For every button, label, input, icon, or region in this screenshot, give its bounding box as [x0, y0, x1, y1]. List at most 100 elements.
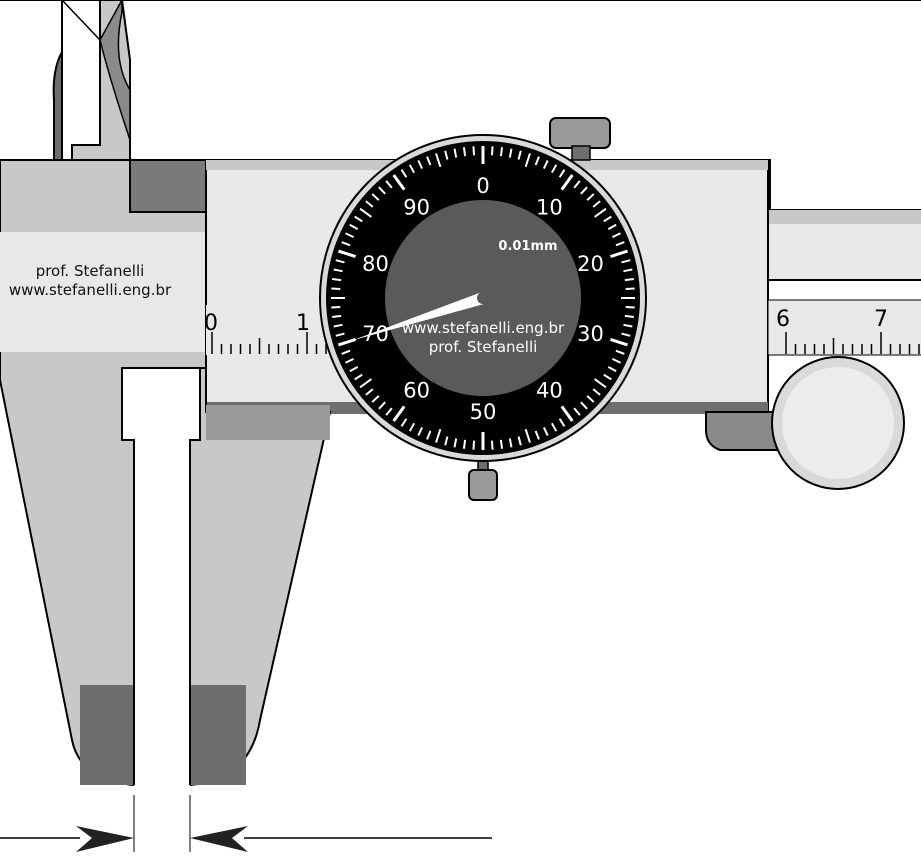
- dial-tick: [341, 241, 351, 247]
- dial-label: 30: [577, 322, 604, 346]
- dial-tick: [435, 428, 442, 443]
- dial-tick: [624, 277, 634, 282]
- watermark-left-line1: prof. Stefanelli: [35, 262, 145, 280]
- watermark-left-line2: www.stefanelli.eng.br: [8, 281, 172, 299]
- dial-tick: [354, 215, 363, 223]
- dial-indicator: 0102030405060708090 0.01mm www.stefanell…: [319, 134, 647, 462]
- dial-tick: [542, 426, 549, 436]
- dial-tick: [580, 401, 588, 410]
- dial-label: 40: [536, 378, 563, 402]
- dial-tick: [534, 430, 540, 440]
- dial-tick: [444, 436, 449, 446]
- dial-tick: [337, 249, 357, 259]
- dial-tick: [621, 259, 631, 264]
- dial-center: [385, 200, 581, 396]
- dial-tick: [586, 395, 595, 403]
- scale-label-6: 6: [776, 307, 790, 332]
- dial-tick: [392, 174, 406, 191]
- dial-tick: [345, 357, 355, 364]
- arrow-left-head: [76, 826, 134, 852]
- dial-tick: [508, 438, 513, 448]
- moving-jaw-inner: [206, 405, 330, 440]
- thumb-wheel-inner: [782, 367, 894, 479]
- main-scale-right: 6 7: [767, 299, 921, 356]
- dial-tick: [417, 160, 424, 170]
- dial-tick: [453, 438, 458, 448]
- dial-tick: [551, 164, 558, 174]
- dial-tick: [534, 156, 540, 166]
- dial-tick: [609, 337, 629, 347]
- dial-tick: [551, 422, 558, 432]
- dial-tick: [508, 148, 513, 158]
- bezel-lock-screw: [549, 117, 611, 161]
- dial-tick: [609, 249, 629, 259]
- dial-tick: [359, 378, 372, 389]
- dial-tick: [517, 150, 522, 160]
- dial-tick: [341, 349, 351, 355]
- dial-label: 20: [577, 252, 604, 276]
- dial-tick: [462, 439, 467, 449]
- dial-tick: [472, 146, 476, 156]
- dial-tick: [385, 407, 393, 416]
- dial-tick: [558, 169, 566, 178]
- dial-tick: [392, 405, 406, 422]
- upper-jaw-tip: [61, 0, 131, 141]
- dial-label: 50: [470, 400, 497, 424]
- dial-tick: [586, 193, 595, 201]
- dial-tick: [573, 180, 581, 189]
- scale-label-0: 0: [204, 311, 218, 336]
- dial-tick: [499, 439, 504, 449]
- dial-label: 10: [536, 196, 563, 220]
- dial-tick: [462, 147, 467, 157]
- dial-tick: [408, 422, 415, 432]
- fixed-jaw-pad: [80, 685, 134, 785]
- dial-tick: [371, 193, 380, 201]
- dial-tick: [592, 200, 601, 208]
- dial-tick: [333, 323, 343, 328]
- dial-tick: [621, 332, 631, 337]
- dial-tick: [331, 287, 341, 291]
- moving-jaw-pad: [190, 685, 246, 785]
- dial-tick: [349, 366, 359, 373]
- dial-tick: [573, 407, 581, 416]
- dial-tick: [359, 207, 372, 218]
- dial-watermark-line2: prof. Stefanelli: [429, 338, 538, 356]
- dial-label: 60: [403, 378, 430, 402]
- arrow-right-head: [190, 826, 248, 852]
- dial-bottom-screw: [468, 454, 498, 501]
- dial-tick: [417, 426, 424, 436]
- dial-tick: [400, 418, 408, 427]
- dial-tick: [594, 207, 607, 218]
- dial-tick: [408, 164, 415, 174]
- top-border: [0, 0, 921, 1]
- dial-tick: [607, 366, 617, 373]
- dial-tick: [603, 215, 612, 223]
- dial-tick: [426, 156, 432, 166]
- dial-tick: [580, 186, 588, 195]
- beam-right-edge: [768, 210, 921, 224]
- thumb-bracket: [705, 411, 781, 451]
- dial-tick: [592, 388, 601, 396]
- dial-tick: [517, 436, 522, 446]
- dial-label: 90: [403, 196, 430, 220]
- dial-tick: [611, 232, 621, 239]
- dial-tick: [435, 153, 442, 168]
- dial-tick: [623, 323, 633, 328]
- dial-tick: [625, 305, 635, 309]
- dial-tick: [354, 373, 363, 381]
- dial-tick: [385, 180, 393, 189]
- scale-label-7: 7: [874, 307, 888, 332]
- watermark-left: prof. Stefanelli www.stefanelli.eng.br: [2, 262, 178, 300]
- dial-tick: [615, 349, 625, 355]
- dial-tick: [378, 186, 386, 195]
- dial-tick: [426, 430, 432, 440]
- dial-tick: [560, 174, 574, 191]
- dial-tick: [349, 223, 359, 230]
- dial-tick: [335, 332, 345, 337]
- dial-tick: [524, 428, 531, 443]
- dial-tick: [365, 200, 374, 208]
- dial-tick: [453, 148, 458, 158]
- dial-tick: [594, 378, 607, 389]
